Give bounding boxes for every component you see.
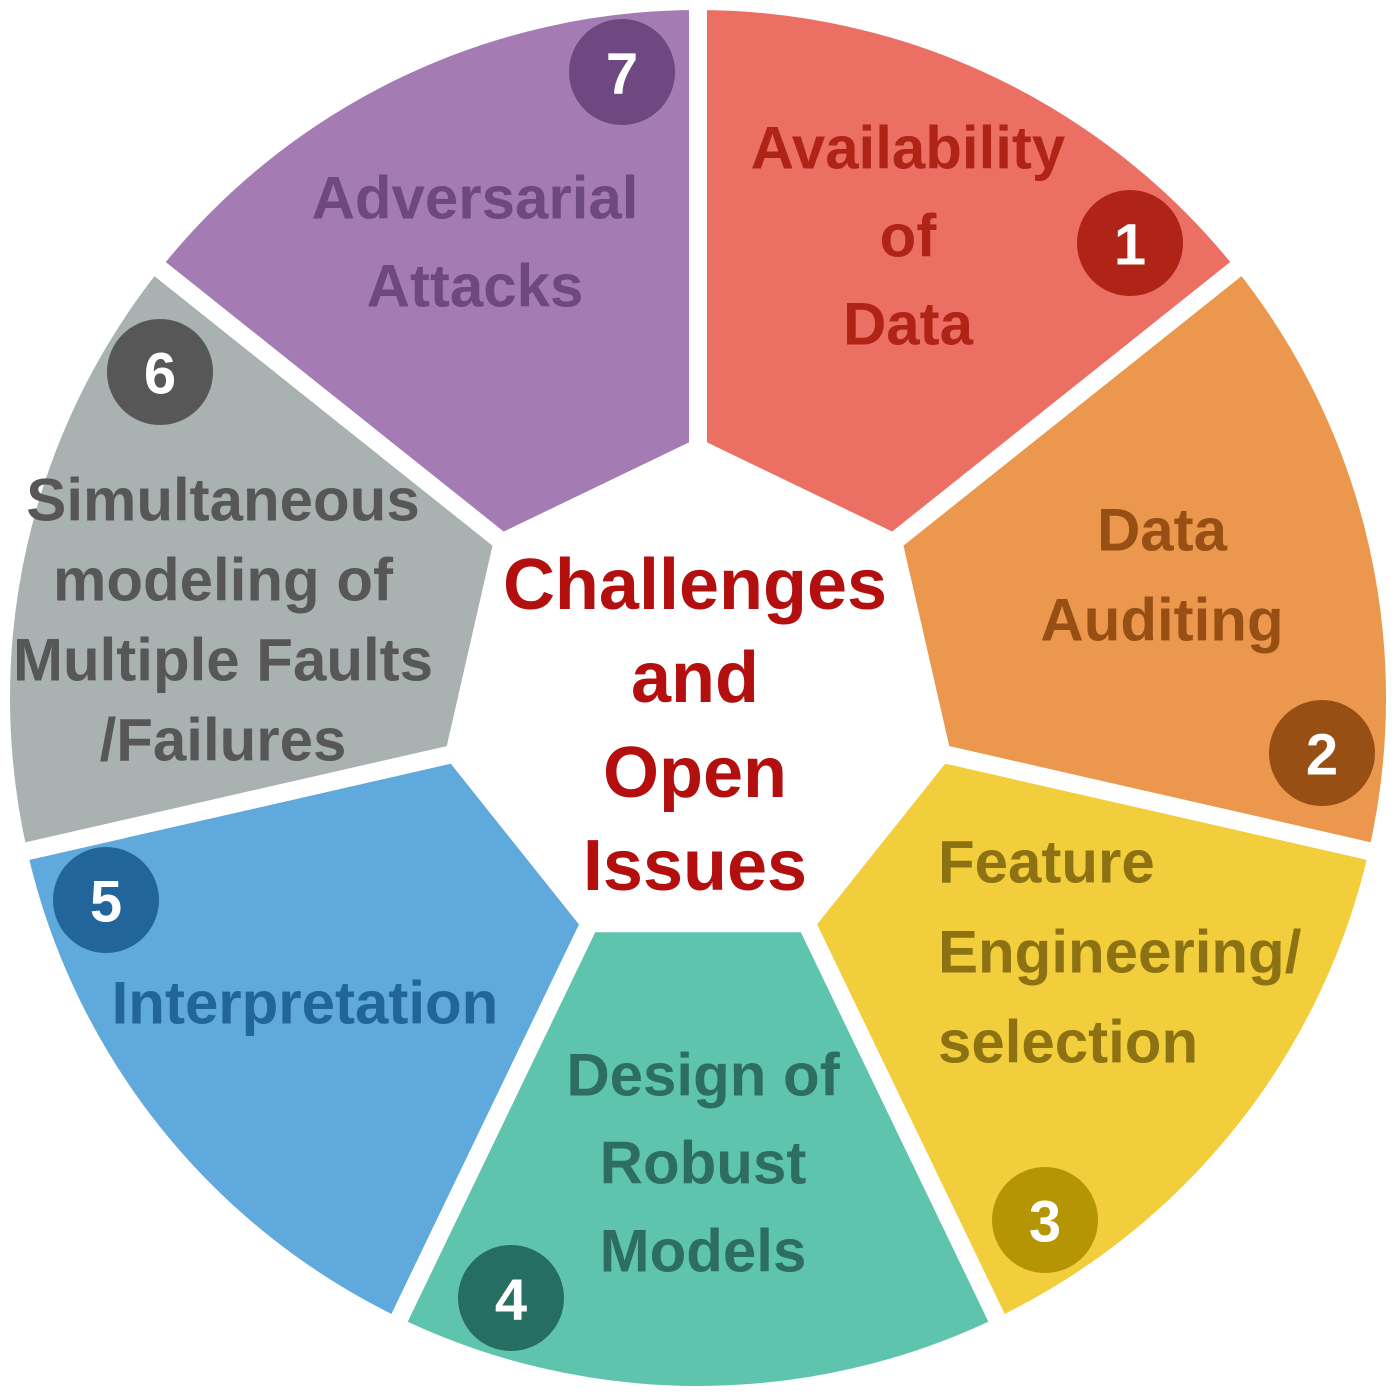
number-badge: 3 <box>992 1167 1098 1273</box>
number-badge-text: 2 <box>1306 723 1338 788</box>
center-title-line: Open <box>603 733 787 813</box>
segment-label-line: Attacks <box>367 253 584 320</box>
number-badge-circle <box>569 19 675 125</box>
number-badge: 5 <box>53 847 159 953</box>
number-badge-circle <box>1269 700 1375 806</box>
segment-wedge <box>7 743 601 1338</box>
segment-wedge <box>883 250 1397 864</box>
number-badge: 6 <box>107 319 213 425</box>
number-badge-text: 1 <box>1114 213 1146 278</box>
segment-label-line: Models <box>600 1218 807 1285</box>
number-badge: 4 <box>458 1245 564 1351</box>
segment-wedge <box>140 0 707 553</box>
number-badge-text: 4 <box>495 1268 527 1333</box>
segment-label-line: Adversarial <box>312 165 639 232</box>
segment-wedge <box>689 0 1256 553</box>
number-badge-text: 6 <box>144 342 176 407</box>
segment-label-line: Data <box>843 291 974 358</box>
segment-label-line: Availability <box>751 115 1066 182</box>
segment-label-line: Interpretation <box>112 970 499 1037</box>
segment-wedge <box>795 743 1389 1338</box>
number-badge-text: 5 <box>90 870 122 935</box>
number-badge-circle <box>53 847 159 953</box>
segment-label-line: Feature <box>938 829 1155 896</box>
number-badge-circle <box>107 319 213 425</box>
number-badge-text: 3 <box>1029 1190 1061 1255</box>
segment-label-line: Design of <box>566 1042 840 1109</box>
segment-label-line: /Failures <box>100 707 347 774</box>
number-badge-circle <box>992 1167 1098 1273</box>
segment-label-line: Multiple Faults <box>13 627 433 694</box>
segment-5: Interpretation 5 <box>7 743 601 1338</box>
center-title-line: Issues <box>583 826 807 906</box>
segment-label-line: Data <box>1097 497 1228 564</box>
segment-label-line: Auditing <box>1040 587 1283 654</box>
segment-label-line: Engineering/ <box>938 919 1302 986</box>
number-badge-circle <box>458 1245 564 1351</box>
number-badge: 7 <box>569 19 675 125</box>
segment-label-line: Robust <box>600 1130 807 1197</box>
segment-label-line: Simultaneous <box>26 467 419 534</box>
segment-label-line: selection <box>938 1009 1198 1076</box>
segment-label-line: of <box>880 203 938 270</box>
segment-6: Simultaneous modeling of Multiple Faults/F… <box>0 250 513 864</box>
number-badge: 2 <box>1269 700 1375 806</box>
center-title-line: and <box>631 638 759 718</box>
number-badge-circle <box>1077 190 1183 296</box>
number-badge-text: 7 <box>606 42 638 107</box>
number-badge: 1 <box>1077 190 1183 296</box>
segment-label-line: modeling of <box>53 547 394 614</box>
center-title-line: Challenges <box>503 545 887 625</box>
